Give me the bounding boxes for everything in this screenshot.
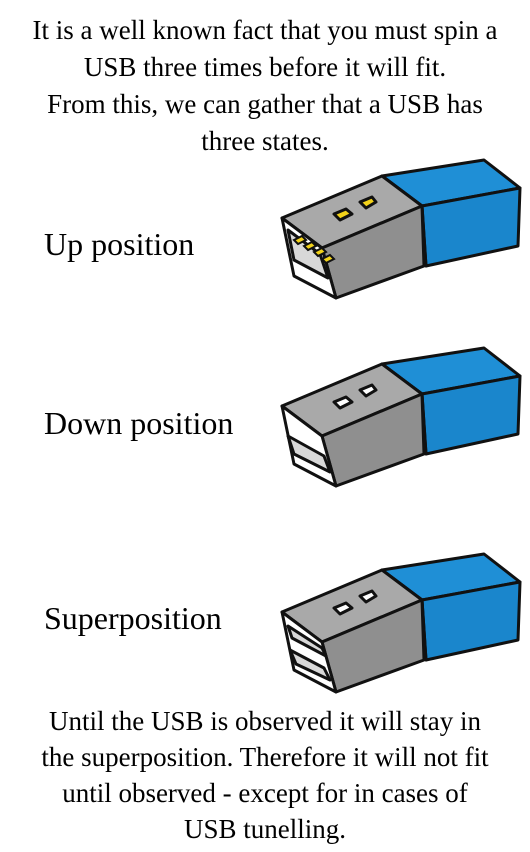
outro-line-4: USB tunelling.	[183, 814, 346, 844]
outro-line-3: until observed - except for in cases of	[62, 778, 468, 808]
usb-stick-contacts-up-icon	[280, 158, 522, 300]
state-label-superposition: Superposition	[44, 600, 222, 636]
usb-stick-contacts-down-icon	[280, 346, 522, 488]
intro-line-4: three states.	[201, 126, 329, 156]
intro-line-1: It is a well known fact that you must sp…	[32, 15, 498, 45]
intro-text: It is a well known fact that you must sp…	[0, 12, 530, 160]
intro-line-2: USB three times before it will fit.	[83, 52, 447, 82]
state-label-down: Down position	[44, 405, 234, 441]
outro-line-2: the superposition. Therefore it will not…	[41, 742, 489, 772]
outro-line-1: Until the USB is observed it will stay i…	[49, 706, 481, 736]
intro-line-3: From this, we can gather that a USB has	[47, 89, 483, 119]
usb-stick-superposition-icon	[280, 552, 522, 694]
outro-text: Until the USB is observed it will stay i…	[0, 703, 530, 847]
state-label-up: Up position	[44, 226, 195, 262]
